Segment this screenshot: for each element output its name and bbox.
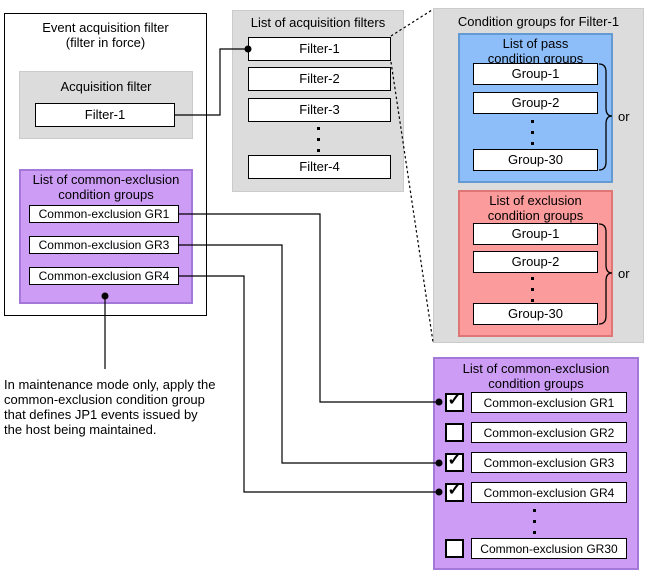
filter-4-node: Filter-4 — [248, 155, 391, 179]
checkbox-common-exclusion-gr2 — [445, 423, 464, 442]
common-exclusion-panel-left-title: List of common-exclusion condition group… — [32, 172, 180, 202]
common-exclusion-item: Common-exclusion GR30 — [471, 538, 627, 559]
pass-group-2-node: Group-2 — [473, 92, 598, 114]
event-acquisition-filter-title: Event acquisition filter (filter in forc… — [42, 20, 169, 50]
maintenance-note: In maintenance mode only, apply the comm… — [4, 377, 216, 437]
pass-group-30-node: Group-30 — [473, 149, 598, 171]
common-exclusion-item: Common-exclusion GR2 — [471, 422, 627, 443]
checkbox-common-exclusion-gr1 — [445, 393, 464, 412]
pass-group-1-node: Group-1 — [473, 63, 598, 85]
exclusion-or-label: or — [618, 266, 630, 281]
common-exclusion-item: Common-exclusion GR4 — [471, 482, 627, 503]
connector-line — [179, 213, 437, 403]
acquisition-filters-title: List of acquisition filters — [250, 15, 386, 30]
filter-3-node: Filter-3 — [248, 98, 391, 122]
vertical-ellipsis-icon — [316, 127, 321, 160]
common-exclusion-gr3-node: Common-exclusion GR3 — [29, 236, 179, 254]
pass-or-label: or — [618, 109, 630, 124]
checkmark-icon: ✓ — [447, 480, 462, 499]
filter-in-force-node: Filter-1 — [35, 103, 175, 127]
vertical-ellipsis-icon — [530, 120, 535, 153]
vertical-ellipsis-icon — [530, 277, 535, 310]
common-exclusion-item: Common-exclusion GR1 — [471, 392, 627, 413]
exclusion-group-30-node: Group-30 — [473, 303, 598, 325]
condition-groups-title: Condition groups for Filter-1 — [457, 14, 620, 29]
common-exclusion-item: Common-exclusion GR3 — [471, 452, 627, 473]
checkbox-common-exclusion-gr3 — [445, 453, 464, 472]
filter-2-node: Filter-2 — [248, 67, 391, 91]
common-exclusion-gr4-node: Common-exclusion GR4 — [29, 267, 179, 285]
checkmark-icon: ✓ — [447, 390, 462, 409]
checkmark-icon — [445, 536, 464, 555]
vertical-ellipsis-icon — [532, 509, 537, 542]
checkmark-icon — [445, 420, 464, 439]
pass-condition-groups-title: List of pass condition groups — [487, 36, 584, 66]
checkmark-icon: ✓ — [447, 450, 462, 469]
filter-1-node: Filter-1 — [248, 37, 391, 61]
exclusion-group-1-node: Group-1 — [473, 223, 598, 245]
exclusion-condition-groups-title: List of exclusion condition groups — [487, 193, 584, 223]
checkbox-common-exclusion-gr30 — [445, 539, 464, 558]
exclusion-group-2-node: Group-2 — [473, 251, 598, 273]
common-exclusion-gr1-node: Common-exclusion GR1 — [29, 205, 179, 223]
acquisition-filter-title: Acquisition filter — [60, 79, 152, 94]
common-exclusion-list-title: List of common-exclusion condition group… — [462, 361, 610, 391]
checkbox-common-exclusion-gr4 — [445, 483, 464, 502]
